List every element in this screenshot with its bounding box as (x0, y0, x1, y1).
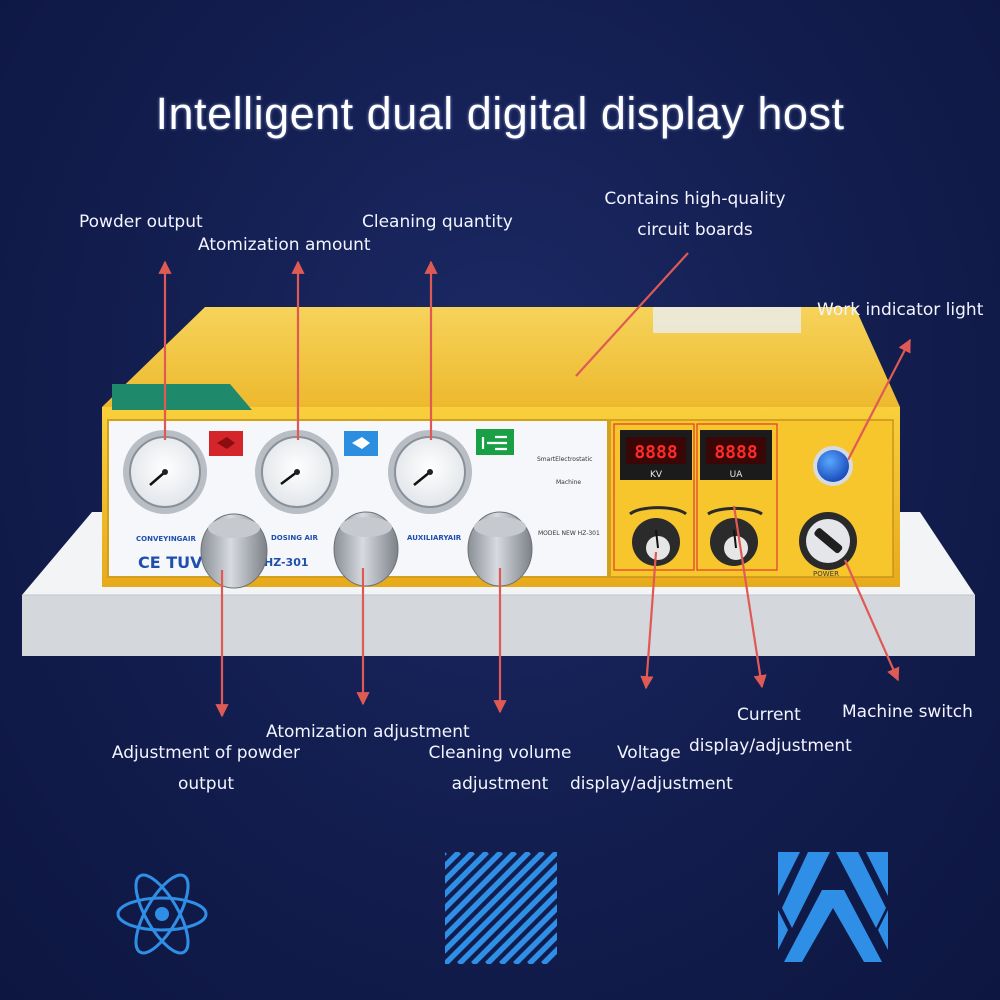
label-atomization-amount: Atomization amount (198, 235, 371, 255)
label-powder-adjust-1: Adjustment of powder (111, 743, 301, 763)
gauge-dosing-air (255, 430, 339, 514)
work-indicator-light (813, 446, 853, 486)
label-current-1: Current (737, 705, 801, 725)
diagonal-stripes-icon (445, 852, 557, 964)
label-cleaning-quantity: Cleaning quantity (362, 212, 513, 232)
label-cleaning-volume-2: adjustment (451, 774, 549, 794)
arrow-circuit-boards (575, 252, 689, 377)
kv-display-value: 8888 (634, 442, 677, 463)
gauge-conveying-air (123, 430, 207, 514)
arrow-machine-switch (843, 559, 900, 682)
kv-display: 8888 KV (620, 430, 692, 480)
brand-mark: CE TUV (138, 553, 203, 572)
atomization-adjust-knob[interactable] (333, 511, 399, 587)
power-switch[interactable]: POWER (799, 512, 857, 578)
model-badge: HZ-301 (264, 556, 309, 569)
model-line: MODEL NEW HZ-301 (538, 530, 600, 537)
label-powder-output: Powder output (79, 212, 203, 232)
label-cleaning-volume-1: Cleaning volume (428, 743, 572, 763)
label-work-indicator: Work indicator light (817, 300, 984, 320)
gauge-label-dosing: DOSING AIR (271, 534, 318, 542)
atom-icon (116, 873, 208, 955)
label-voltage-2: display/adjustment (570, 774, 733, 794)
label-atomization-adjustment: Atomization adjustment (266, 722, 470, 742)
arrow-current (732, 505, 767, 689)
arrow-voltage (640, 551, 658, 690)
ua-label: UA (730, 470, 744, 480)
headline: Intelligent dual digital display host (155, 88, 845, 139)
gauge-label-auxiliary: AUXILIARYAIR (407, 534, 462, 542)
machine-name-1: SmartElectrostatic (537, 456, 592, 463)
label-machine-switch: Machine switch (842, 702, 973, 722)
label-powder-adjust-2: output (177, 774, 235, 794)
label-circuit-boards-1: Contains high-quality (604, 189, 786, 209)
powder-adjust-knob[interactable] (200, 513, 268, 589)
label-current-2: display/adjustment (689, 736, 852, 756)
ua-display: 8888 UA (700, 430, 772, 480)
machine-name-2: Machine (556, 479, 581, 486)
gauge-label-conveying: CONVEYINGAIR (136, 535, 196, 543)
gauge-auxiliary-air (388, 430, 472, 514)
ua-display-value: 8888 (714, 442, 757, 463)
power-label: POWER (813, 570, 839, 578)
cleaning-adjust-knob[interactable] (467, 511, 533, 587)
label-circuit-boards-2: circuit boards (637, 220, 753, 240)
abstract-a-logo-icon (778, 852, 888, 962)
arrow-work-indicator (847, 338, 911, 461)
label-voltage-1: Voltage (617, 743, 681, 763)
kv-label: KV (650, 470, 663, 480)
voltage-knob[interactable] (629, 506, 687, 566)
